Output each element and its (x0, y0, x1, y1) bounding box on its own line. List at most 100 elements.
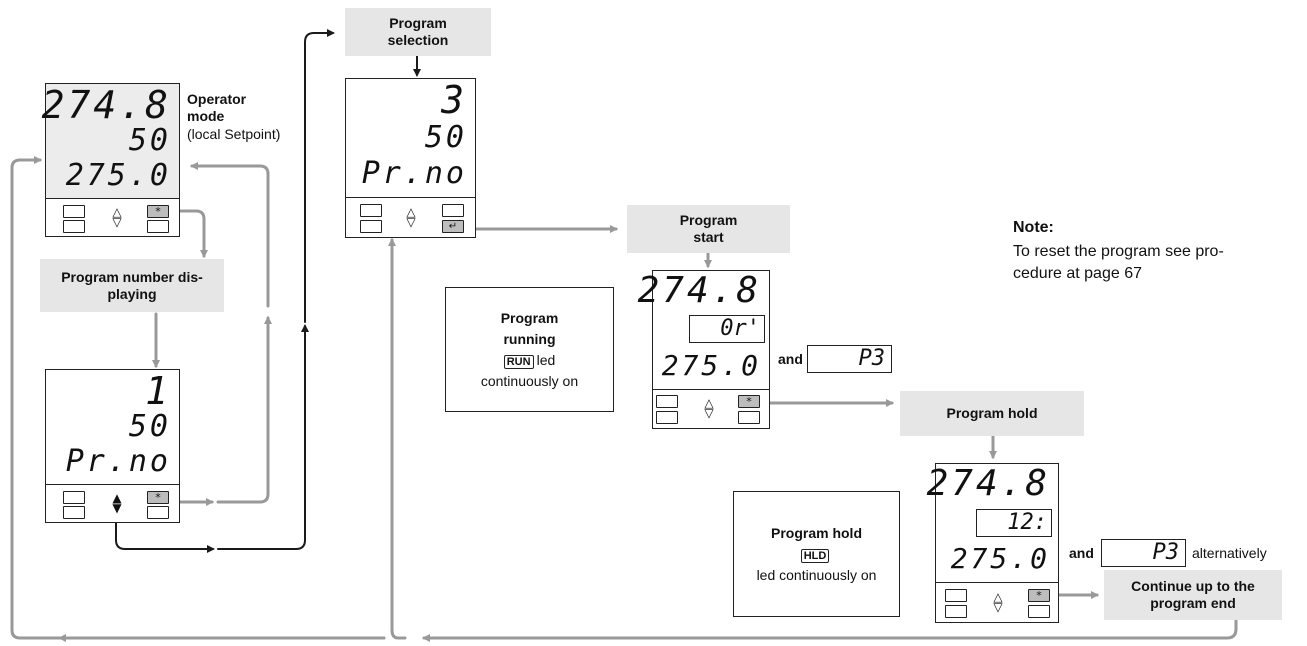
hold-keypad: △▽ * (936, 584, 1058, 622)
start-and-label: and (778, 351, 803, 367)
connector-to-operator (190, 162, 270, 308)
start-left-key-bottom[interactable] (656, 411, 678, 424)
start-left-key-top[interactable] (656, 395, 678, 408)
hold-program-inset: P3 (1101, 539, 1186, 567)
connector-updown-up (217, 324, 309, 550)
hold-left-key-bottom[interactable] (945, 605, 967, 618)
start-keypad: △▽ * (653, 390, 769, 428)
label-program-number-displaying: Program number dis- playing (40, 259, 224, 312)
connector-updown (115, 519, 215, 553)
selection-screen: 3 50 Pr.no (346, 79, 475, 198)
label-program-start: Program start (627, 205, 790, 253)
label-continue-line-2: program end (1150, 595, 1236, 611)
selection-right-key-top[interactable] (442, 204, 464, 217)
prnum-left-key-top[interactable] (63, 491, 85, 504)
operator-output: 50 (128, 123, 171, 158)
selection-display: 3 50 Pr.no △▽ ↵ (345, 78, 476, 238)
hld-led-tag: HLD (800, 548, 830, 563)
connector-to-selection (304, 29, 335, 323)
label-program-hold: Program hold (900, 391, 1084, 436)
star-icon[interactable]: * (147, 491, 169, 504)
prnum-right-key-bottom[interactable] (147, 506, 169, 519)
operator-mode-subtitle: (local Setpoint) (187, 126, 281, 142)
prnum-screen: 1 50 Pr.no (46, 370, 179, 485)
updown-icon[interactable]: △▽ (112, 205, 122, 229)
label-selection-line-1: Program (389, 15, 447, 31)
selection-code: Pr.no (361, 156, 467, 191)
label-prnum-line-2: playing (107, 285, 157, 302)
star-icon[interactable]: * (738, 395, 760, 408)
info-running-line-1: Program (500, 309, 559, 326)
start-status-inset: 0r' (689, 315, 765, 343)
start-program-inset: P3 (807, 345, 892, 373)
label-continue-to-end: Continue up to the program end (1104, 570, 1282, 620)
label-prnum-line-1: Program number dis- (61, 268, 203, 285)
operator-left-key-bottom[interactable] (63, 220, 85, 233)
operator-mode-title-2: mode (187, 108, 225, 124)
hold-right-key-bottom[interactable] (1028, 605, 1050, 618)
info-program-hold: Program hold HLD led continuously on (733, 491, 900, 617)
run-led-tag: RUN (503, 354, 534, 369)
hold-display: 274.8 12: 275.0 △▽ * (927, 463, 1059, 623)
operator-pv: 274.8 (41, 83, 171, 127)
prnum-left-key-bottom[interactable] (63, 506, 85, 519)
operator-screen: 274.8 50 275.0 (42, 84, 179, 199)
enter-icon[interactable]: ↵ (442, 220, 464, 233)
connector-operator-to-prnum (165, 209, 208, 258)
start-pv: 274.8 (637, 270, 761, 311)
note-line-1: To reset the program see pro- (1013, 243, 1224, 260)
info-running-led: led (536, 351, 556, 368)
info-hold-line-3: led continuously on (756, 566, 877, 583)
prnum-keypad: ▲▼ * (46, 485, 179, 522)
prnum-number: 1 (145, 369, 171, 413)
hold-time-inset: 12: (976, 509, 1052, 537)
hold-and-label: and (1069, 545, 1094, 561)
operator-sp: 275.0 (65, 158, 171, 193)
selection-output: 50 (424, 120, 467, 155)
hold-screen: 274.8 12: 275.0 (927, 464, 1058, 583)
hold-alternatively: alternatively (1192, 545, 1267, 561)
label-start-line-1: Program (679, 212, 738, 228)
selection-left-key-top[interactable] (360, 204, 382, 217)
star-icon[interactable]: * (147, 205, 169, 218)
operator-keypad: △▽ * (46, 199, 179, 236)
updown-icon[interactable]: △▽ (704, 396, 714, 420)
start-sp: 275.0 (661, 349, 761, 382)
connector-loop-selection (388, 238, 407, 640)
hold-left-key-top[interactable] (945, 589, 967, 602)
info-running-line-2: running (503, 330, 556, 347)
prnum-code: Pr.no (65, 444, 171, 479)
label-continue-line-1: Continue up to the (1131, 578, 1255, 594)
selection-left-key-bottom[interactable] (360, 220, 382, 233)
selection-number: 3 (441, 78, 467, 122)
info-hold-line-1: Program hold (770, 524, 862, 541)
label-hold-line-1: Program hold (946, 405, 1038, 421)
label-program-selection: Program selection (345, 8, 491, 56)
info-running-line-4: continuously on (480, 372, 579, 389)
start-screen: 274.8 0r' 275.0 (638, 271, 769, 390)
updown-active-icon[interactable]: ▲▼ (112, 491, 122, 515)
operator-mode-title-1: Operator (187, 91, 247, 107)
hold-sp: 275.0 (950, 542, 1050, 575)
connector-prnum-return (216, 316, 272, 504)
start-right-key-bottom[interactable] (738, 411, 760, 424)
connector-loop-operator (10, 156, 386, 640)
prnum-display: 1 50 Pr.no ▲▼ * (45, 369, 180, 523)
operator-left-key-top[interactable] (63, 205, 85, 218)
updown-icon[interactable]: △▽ (993, 590, 1003, 614)
operator-display: 274.8 50 275.0 △▽ * (42, 83, 180, 237)
operator-right-key-bottom[interactable] (147, 220, 169, 233)
label-selection-line-2: selection (387, 32, 449, 48)
connector-continue-back (422, 618, 1238, 642)
star-icon[interactable]: * (1028, 589, 1050, 602)
note-title: Note: (1013, 219, 1054, 236)
label-start-line-2: start (693, 229, 724, 245)
updown-icon[interactable]: △▽ (406, 205, 416, 229)
start-display: 274.8 0r' 275.0 △▽ * (638, 270, 770, 429)
info-hold-line-2: HLD (800, 544, 833, 565)
note-line-2: cedure at page 67 (1013, 265, 1142, 282)
